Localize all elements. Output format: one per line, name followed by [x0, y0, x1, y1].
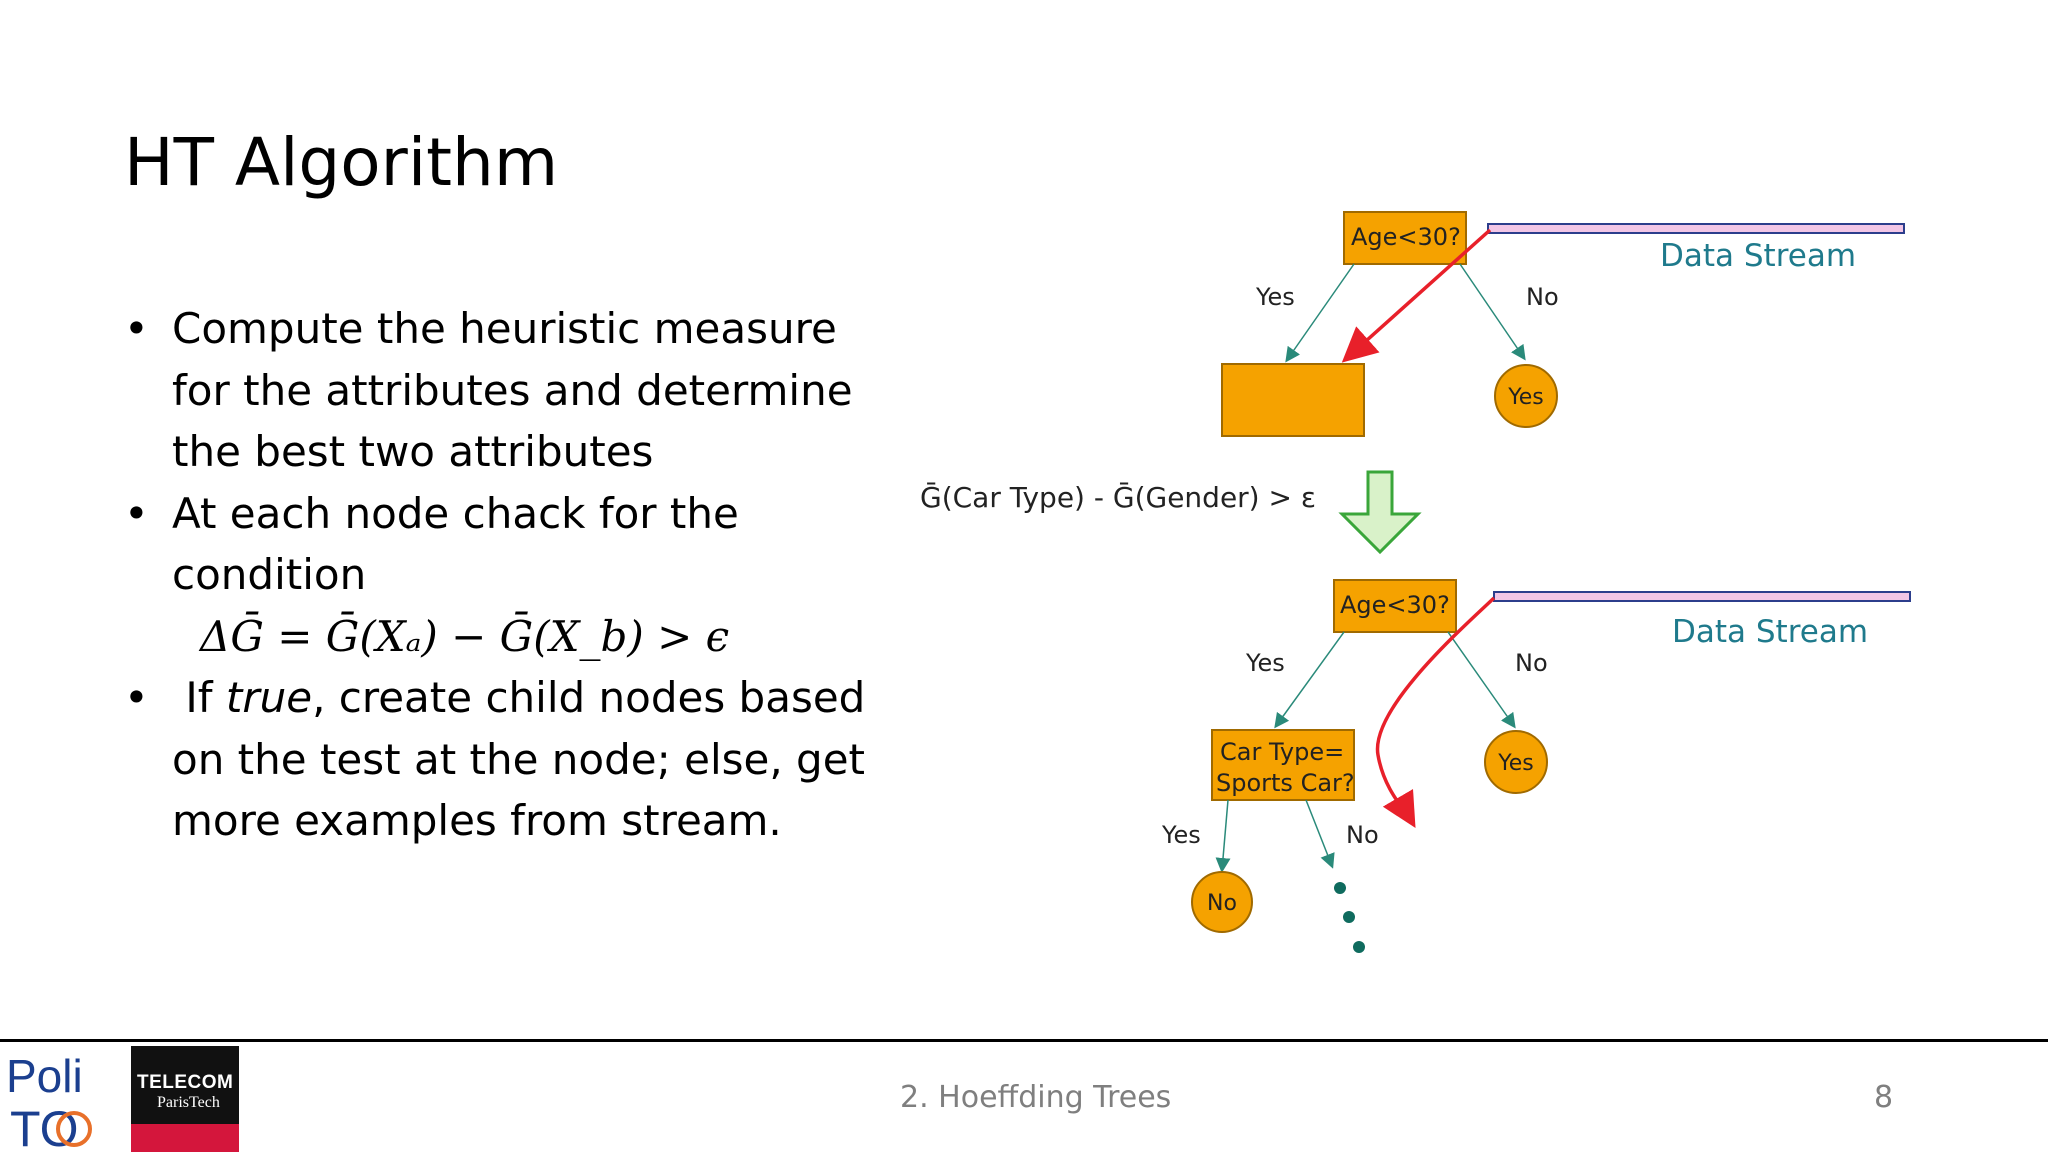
leaf-no-bottom	[1191, 871, 1253, 933]
bullet-symbol: •	[124, 673, 149, 722]
continuation-dot	[1343, 911, 1355, 923]
edge-yes-bottom	[1274, 631, 1345, 729]
child-no-label: No	[1346, 821, 1379, 849]
root-label-top: Age<30?	[1351, 223, 1461, 251]
yes-label-top: Yes	[1255, 283, 1295, 311]
edge-yes-top	[1285, 263, 1355, 363]
telecom-paristech-logo: TELECOM ParisTech	[131, 1046, 239, 1152]
bullet-list: • Compute the heuristic measure for the …	[124, 298, 884, 852]
polito-logo-line1: Poli	[6, 1050, 83, 1102]
stream-bar-bottom	[1493, 591, 1911, 602]
root-node-bottom	[1333, 579, 1457, 633]
bullet-emphasis: true	[225, 673, 313, 722]
polito-logo: Poli TO	[6, 1050, 92, 1150]
bullet-rest: , create child nodes based	[312, 673, 866, 722]
bullet-line: the best two attributes	[172, 427, 654, 476]
page-number: 8	[1874, 1080, 1894, 1115]
bullet-item-1: • Compute the heuristic measure for the …	[124, 298, 884, 483]
bullet-symbol: •	[124, 488, 149, 538]
bullet-symbol: •	[124, 304, 149, 353]
bullet-line: for the attributes and determine	[172, 365, 853, 415]
bullet-line: condition	[172, 550, 367, 599]
bullet-item-3: • If true, create child nodes based on t…	[124, 667, 884, 852]
footer-divider	[0, 1039, 2048, 1042]
child-node-bottom	[1211, 729, 1355, 801]
bullet-prefix: If	[172, 673, 226, 722]
bullet-line: Compute the heuristic measure	[172, 304, 837, 353]
leaf-yes-bottom	[1484, 730, 1548, 794]
leaf-yes-top	[1494, 364, 1558, 428]
root-label-bottom: Age<30?	[1340, 591, 1450, 619]
down-arrow	[1338, 470, 1422, 555]
bullet-line: more examples from stream.	[172, 796, 782, 845]
child-label-line1: Car Type=	[1220, 738, 1344, 766]
telecom-logo-line2: ParisTech	[157, 1094, 220, 1111]
continuation-dot	[1334, 882, 1346, 894]
telecom-logo-band	[131, 1124, 239, 1152]
gain-condition: Ḡ(Car Type) - Ḡ(Gender) > ε	[920, 481, 1316, 514]
stream-label-top: Data Stream	[1660, 238, 1856, 274]
stream-path-bottom	[1375, 596, 1496, 829]
slide-title: HT Algorithm	[124, 124, 559, 201]
bullet-line: At each node chack for the	[172, 488, 739, 538]
bullet-item-2: • At each node chack for the condition	[124, 483, 884, 606]
stream-path-top	[1341, 228, 1492, 363]
child-label-line2: Sports Car?	[1216, 769, 1355, 797]
edge-no-top	[1459, 263, 1526, 361]
yes-label-bottom: Yes	[1245, 649, 1285, 677]
child-yes-label: Yes	[1161, 821, 1201, 849]
bullet-line: on the test at the node; else, get	[172, 734, 865, 784]
bullet-line: If true, create child nodes based	[172, 667, 884, 729]
stream-bar-top	[1487, 223, 1905, 234]
hoeffding-tree-diagram: Data Stream Age<30? Yes No Yes Ḡ(Car Typ…	[920, 211, 1911, 953]
edge-child-yes	[1215, 799, 1231, 873]
root-node-top	[1343, 211, 1467, 265]
edge-child-no	[1305, 799, 1335, 869]
edge-no-bottom	[1447, 631, 1516, 729]
condition-formula: ΔḠ = Ḡ(Xₐ) − Ḡ(X_b) > ϵ	[200, 611, 730, 661]
no-label-top: No	[1526, 283, 1559, 311]
telecom-logo-line1: TELECOM	[137, 1072, 234, 1093]
footer-section-title: 2. Hoeffding Trees	[900, 1080, 1172, 1115]
no-label-bottom: No	[1515, 649, 1548, 677]
stream-label-bottom: Data Stream	[1672, 614, 1868, 650]
leaf-no-bottom-label: No	[1207, 891, 1237, 916]
continuation-dot	[1353, 941, 1365, 953]
empty-node-top	[1221, 363, 1365, 437]
polito-logo-ring	[56, 1111, 92, 1147]
leaf-yes-top-label: Yes	[1507, 385, 1544, 410]
leaf-yes-bottom-label: Yes	[1497, 751, 1534, 776]
